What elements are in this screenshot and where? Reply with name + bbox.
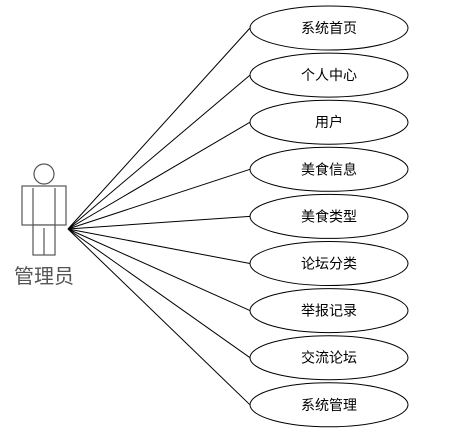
use-case-label: 举报记录: [301, 304, 357, 320]
use-case: 个人中心: [249, 52, 409, 98]
use-case-ellipse: [249, 146, 409, 192]
use-case: 论坛分类: [249, 241, 409, 286]
association-lines: [67, 27, 251, 406]
use-case-ellipse: [249, 5, 409, 51]
use-case: 用户: [249, 99, 409, 145]
association-line: [67, 228, 251, 359]
use-case: 系统管理: [249, 382, 409, 428]
use-case-ellipse: [249, 99, 409, 145]
use-case: 美食类型: [249, 193, 409, 239]
use-case-label: 系统管理: [301, 398, 357, 414]
use-case: 美食信息: [249, 146, 409, 192]
use-case-ellipse: [249, 335, 409, 381]
use-case-label: 美食信息: [301, 161, 357, 178]
association-line: [67, 215, 251, 230]
use-case: 举报记录: [249, 288, 409, 334]
use-case-label: 美食类型: [301, 208, 357, 225]
association-line: [67, 168, 251, 230]
actor-head: [33, 163, 55, 185]
use-case-label: 个人中心: [301, 68, 357, 84]
association-line: [67, 27, 251, 230]
association-line: [67, 228, 251, 264]
actor-administrator: 管理员: [14, 163, 74, 288]
association-line: [67, 121, 251, 230]
use-case-ellipse: [249, 52, 409, 98]
use-case-label: 用户: [315, 114, 343, 131]
association-line: [67, 228, 251, 406]
use-case: 交流论坛: [249, 335, 409, 381]
use-case-label: 论坛分类: [301, 257, 357, 273]
use-case-label: 系统首页: [301, 21, 357, 37]
use-case-ellipse: [249, 382, 409, 428]
use-case: 系统首页: [249, 5, 409, 51]
actor-torso: [21, 185, 67, 226]
use-case-ellipse: [249, 193, 409, 239]
use-case-ellipse: [249, 241, 409, 286]
use-case-ellipse: [249, 288, 409, 334]
association-line: [67, 74, 251, 230]
actor-label: 管理员: [14, 264, 74, 288]
association-line: [67, 228, 251, 312]
use-case-label: 交流论坛: [301, 350, 357, 367]
